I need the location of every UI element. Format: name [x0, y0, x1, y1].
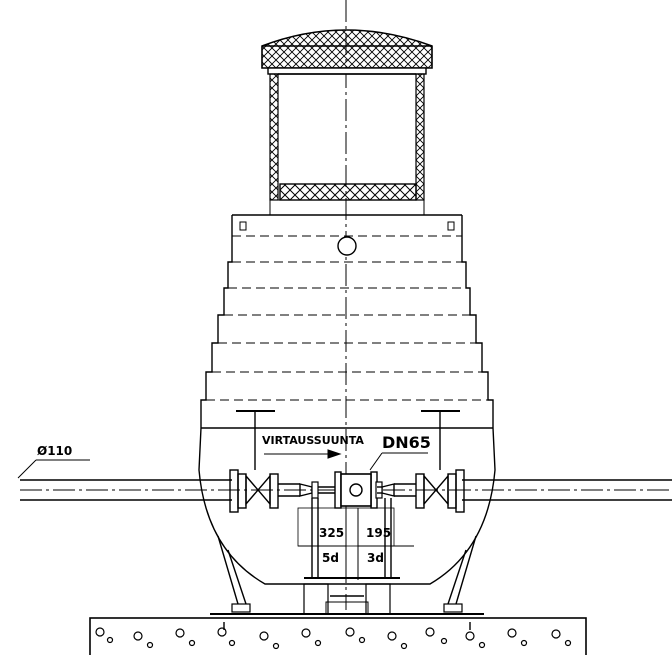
- stepped-cone-body: [200, 200, 494, 428]
- aggregate-stone: [507, 628, 517, 638]
- diameter-label: Ø110: [37, 444, 72, 458]
- upstream-factor-label: 5d: [322, 551, 339, 565]
- aggregate-stone: [228, 639, 236, 647]
- flow-direction-callout: VIRTAUSSUUNTA: [262, 434, 364, 459]
- concrete-foundation: [89, 617, 587, 655]
- aggregate-stone: [520, 639, 528, 647]
- aggregate-stone: [259, 631, 269, 641]
- aggregate-stone: [188, 639, 196, 647]
- lower-tank: [198, 427, 496, 585]
- aggregate-stone: [345, 627, 355, 637]
- aggregate-stone: [175, 628, 185, 638]
- aggregate-stone: [358, 636, 366, 644]
- aggregate-stone: [314, 639, 322, 647]
- well-cover: [261, 29, 433, 75]
- aggregate-stone: [217, 627, 227, 637]
- aggregate-stone: [478, 641, 486, 649]
- downstream-factor-label: 3d: [367, 551, 384, 565]
- nominal-size-callout: DN65: [369, 433, 431, 471]
- aggregate-stone: [301, 628, 311, 638]
- diameter-callout: Ø110: [17, 444, 90, 479]
- aggregate-stone: [564, 639, 572, 647]
- dimension-block: 325 195 5d 3d: [298, 508, 414, 580]
- upstream-length-label: 325: [319, 526, 344, 540]
- aggregate-stone: [106, 636, 114, 644]
- riser-pipe: [269, 73, 425, 201]
- right-gate-valve: [394, 469, 465, 513]
- aggregate-stone: [146, 641, 154, 649]
- downstream-length-label: 195: [366, 526, 391, 540]
- aggregate-stone: [440, 637, 448, 645]
- aggregate-stone: [387, 631, 397, 641]
- left-gate-valve: [229, 469, 300, 513]
- flow-meter-assembly: [299, 471, 400, 579]
- base-feet: [210, 535, 484, 615]
- aggregate-stone: [133, 631, 143, 641]
- aggregate-stone: [95, 627, 105, 637]
- flow-direction-label: VIRTAUSSUUNTA: [262, 434, 364, 447]
- nominal-size-label: DN65: [382, 433, 431, 452]
- aggregate-stone: [425, 627, 435, 637]
- aggregate-stone: [400, 642, 408, 650]
- aggregate-stone: [272, 642, 280, 650]
- aggregate-stone: [551, 629, 561, 639]
- aggregate-stone: [465, 631, 475, 641]
